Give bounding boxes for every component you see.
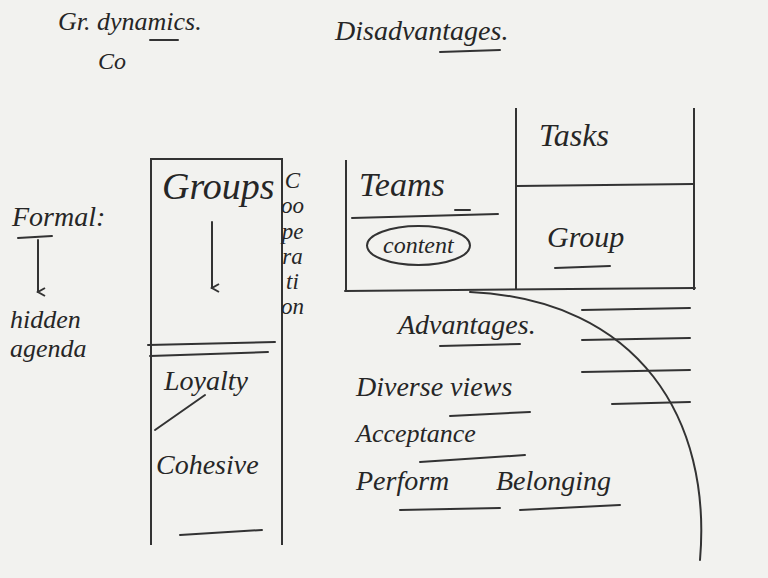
- node-heading: Groups: [162, 166, 275, 208]
- underline: [400, 508, 500, 510]
- node-text: Cohesive: [156, 450, 259, 481]
- node-heading: content: [383, 232, 454, 258]
- rule-line: [612, 402, 690, 404]
- task-column: TasksGroup: [515, 108, 695, 290]
- underline: [150, 39, 178, 41]
- underline: [440, 344, 520, 346]
- group-column: GroupsLoyaltyCohesive: [150, 158, 283, 545]
- rule-line: [582, 338, 690, 340]
- down-arrow: [211, 222, 213, 288]
- underline: [455, 209, 470, 211]
- underline: [18, 236, 52, 238]
- board-note: Advantages.: [398, 310, 536, 341]
- board-note: Gr. dynamics.: [58, 8, 202, 37]
- underline: [555, 266, 610, 268]
- underline: [180, 530, 262, 535]
- divider-line: [517, 184, 693, 186]
- board-note: Co: [98, 48, 126, 74]
- divider-line: [148, 342, 275, 345]
- node-heading: Teams: [359, 166, 445, 203]
- board-note: Disadvantages.: [335, 16, 508, 47]
- vertical-word: Cooperation: [281, 168, 304, 320]
- board-note: Formal:: [12, 202, 105, 233]
- underline: [440, 50, 500, 52]
- node-heading: Tasks: [539, 118, 609, 153]
- divider-line: [345, 288, 695, 291]
- circled-word: content: [365, 224, 472, 267]
- underline: [520, 505, 620, 510]
- underline: [420, 455, 525, 462]
- board-note: Diverse views: [356, 372, 512, 403]
- divider-line: [150, 352, 268, 356]
- node-text: Group: [547, 220, 624, 253]
- down-arrow: [37, 240, 39, 292]
- board-note: Acceptance: [356, 420, 476, 449]
- board-note: Perform: [356, 466, 449, 497]
- node-text: Loyalty: [164, 366, 248, 397]
- board-note: Belonging: [496, 466, 611, 497]
- rule-line: [582, 370, 690, 372]
- team-column: Teams content: [345, 160, 515, 290]
- rule-line: [582, 308, 690, 310]
- underline: [450, 412, 530, 416]
- strike-line: [155, 395, 205, 430]
- board-note: hidden agenda: [10, 306, 102, 363]
- divider-line: [352, 214, 498, 218]
